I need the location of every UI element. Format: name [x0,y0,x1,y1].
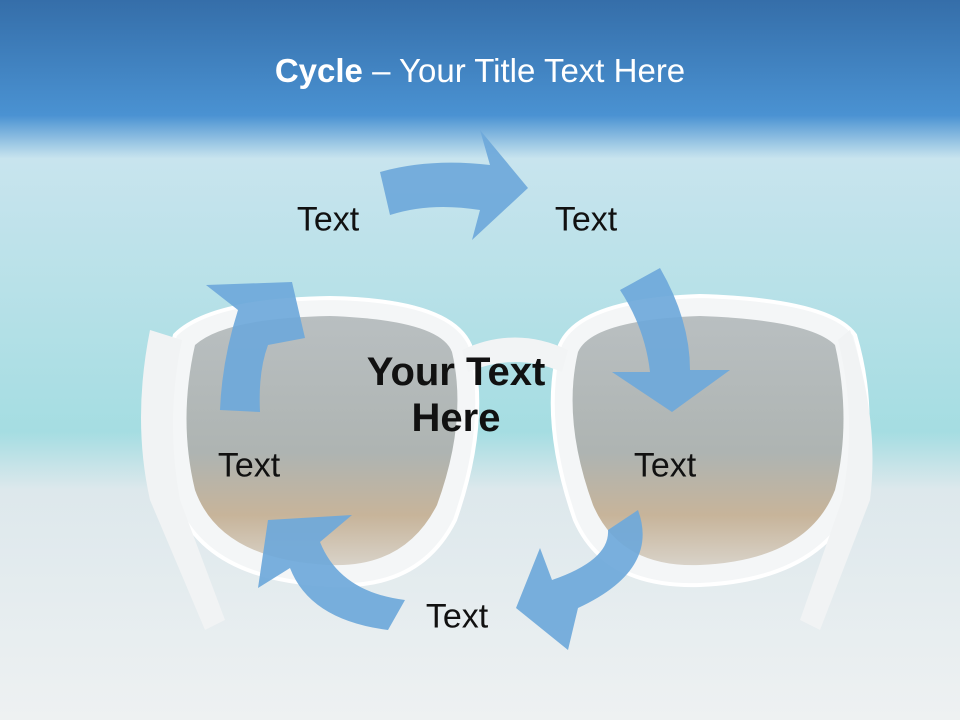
center-text-line-2: Here [411,396,501,440]
cycle-arrow-3 [516,510,643,650]
cycle-arrow-5 [206,282,305,412]
center-text-line-1: Your Text [366,350,546,394]
cycle-node-3: Text [633,446,697,485]
cycle-node-1: Text [296,200,360,239]
title-rest: – Your Title Text Here [362,52,686,89]
cycle-arrow-1 [380,130,528,240]
cycle-arrow-4 [258,515,405,630]
cycle-node-4: Text [425,597,489,636]
cycle-arrow-2 [612,268,730,412]
center-text: Your Text Here [367,349,546,441]
cycle-node-2: Text [554,200,618,239]
title-bold: Cycle [274,52,363,89]
cycle-node-5: Text [217,446,281,485]
sunglasses [141,293,873,630]
slide-title: Cycle – Your Title Text Here [0,52,960,90]
